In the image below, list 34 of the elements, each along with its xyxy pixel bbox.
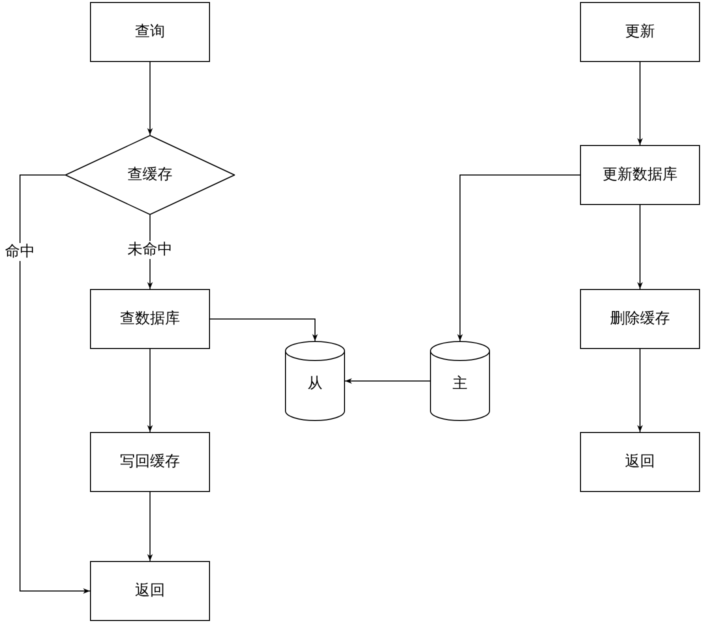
arrow xyxy=(637,204,643,290)
node-text: 删除缓存 xyxy=(610,308,670,329)
database-cylinder xyxy=(430,341,490,421)
arrow xyxy=(457,174,580,342)
process-box xyxy=(90,2,210,62)
arrow xyxy=(147,348,153,432)
node-text: 写回缓存 xyxy=(120,452,180,472)
database-cylinder xyxy=(285,341,345,421)
node-text: 查缓存 xyxy=(128,164,172,185)
edge-label: 未命中 xyxy=(128,241,172,259)
arrow xyxy=(147,62,153,136)
node-text: 主 xyxy=(452,374,468,394)
node-text: 从 xyxy=(308,374,322,394)
process-box xyxy=(580,289,700,349)
arrow xyxy=(344,378,430,384)
arrow xyxy=(210,318,318,342)
process-box xyxy=(90,432,210,492)
process-box xyxy=(580,2,700,62)
arrow xyxy=(20,174,90,594)
process-box xyxy=(580,145,700,205)
node-text: 更新 xyxy=(625,22,655,42)
node-text: 返回 xyxy=(625,452,655,472)
decision-diamond xyxy=(65,135,235,215)
process-box xyxy=(90,289,210,349)
node-text: 查数据库 xyxy=(120,308,180,329)
node-text: 返回 xyxy=(135,580,165,601)
node-text: 更新数据库 xyxy=(602,164,678,185)
node-text: 查询 xyxy=(135,22,165,42)
process-box xyxy=(90,561,210,621)
edge-label: 命中 xyxy=(5,243,35,261)
arrow xyxy=(637,62,643,146)
arrow xyxy=(637,348,643,432)
process-box xyxy=(580,432,700,492)
arrow xyxy=(147,492,153,562)
